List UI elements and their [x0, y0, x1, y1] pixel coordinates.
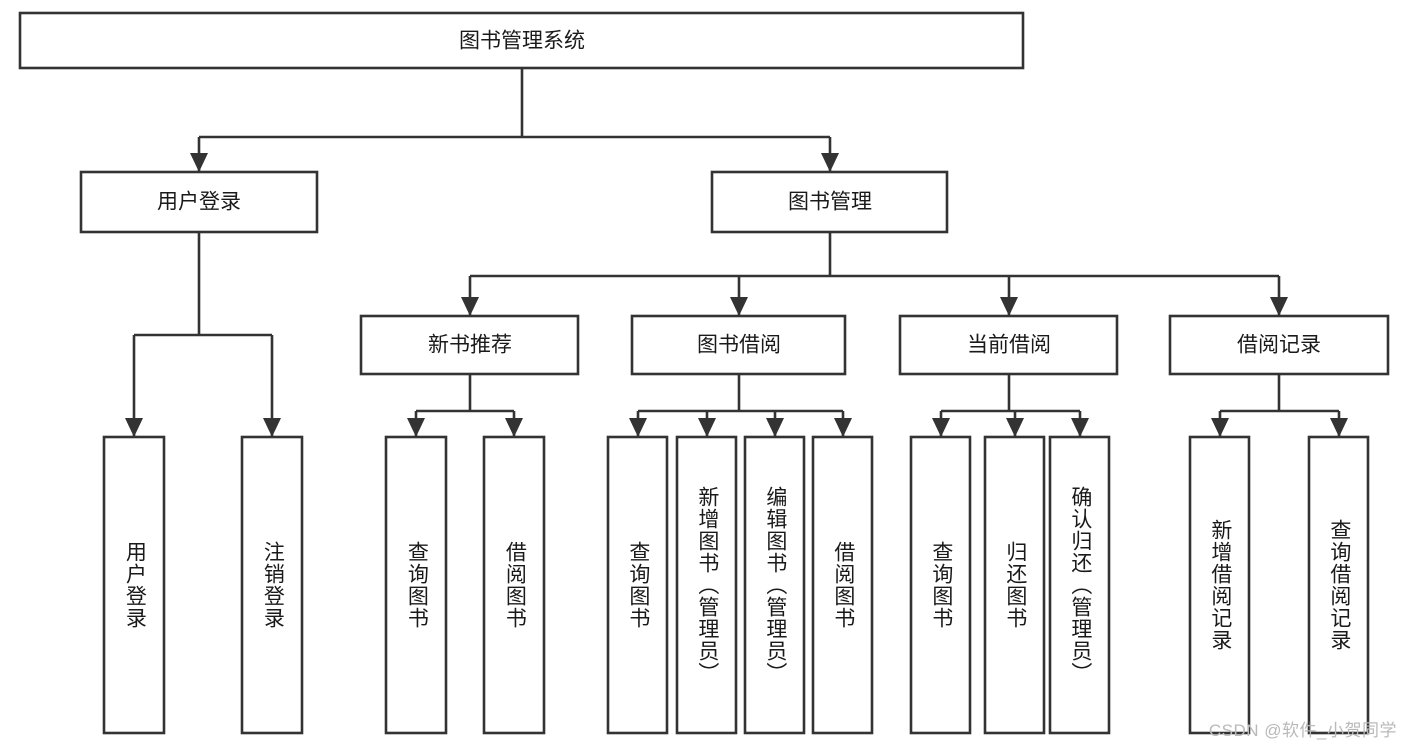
node-box-leaf-logout[interactable]	[240, 435, 304, 735]
arrow-head-icon-leaf-borrow-book-2	[834, 418, 852, 437]
node-box-leaf-query-book-3[interactable]	[909, 435, 972, 735]
node-box-book-manage[interactable]	[710, 170, 949, 234]
node-box-leaf-user-login[interactable]	[102, 435, 166, 735]
arrow-head-icon-user-login	[190, 153, 208, 172]
arrow-head-icon-book-borrow	[730, 297, 748, 316]
node-box-leaf-borrow-book-1[interactable]	[482, 435, 546, 735]
node-box-leaf-borrow-book-2[interactable]	[811, 435, 874, 735]
node-box-user-login[interactable]	[79, 170, 319, 234]
arrow-head-icon-leaf-add-record	[1211, 418, 1229, 437]
node-box-leaf-add-record[interactable]	[1188, 435, 1251, 735]
arrow-head-icon-leaf-borrow-book-1	[505, 418, 523, 437]
arrow-head-icon-new-book-rec	[461, 297, 479, 316]
arrow-head-icon-leaf-query-book-3	[932, 418, 950, 437]
node-box-leaf-add-book[interactable]	[675, 435, 738, 735]
arrow-head-icon-leaf-query-book-2	[629, 418, 647, 437]
arrow-head-icon-current-borrow	[1000, 297, 1018, 316]
node-box-leaf-confirm-return[interactable]	[1048, 435, 1111, 735]
node-box-leaf-query-record[interactable]	[1307, 435, 1370, 735]
arrow-head-icon-leaf-add-book	[698, 418, 716, 437]
arrow-head-icon-leaf-confirm-return	[1071, 418, 1089, 437]
connectors-layer	[125, 68, 1348, 437]
node-box-borrow-record[interactable]	[1168, 314, 1390, 376]
arrow-head-icon-leaf-query-record	[1330, 418, 1348, 437]
boxes-layer	[18, 11, 1390, 735]
node-label-root: 图书管理系统	[459, 30, 585, 53]
node-box-new-book-rec[interactable]	[359, 314, 580, 376]
node-label-user-login: 用户登录	[157, 191, 241, 214]
node-label-new-book-rec: 新书推荐	[428, 334, 512, 357]
watermark-text: CSDN @软件_小贺同学	[1208, 721, 1397, 740]
node-box-book-borrow[interactable]	[630, 314, 847, 376]
node-label-book-borrow: 图书借阅	[697, 334, 781, 357]
node-box-leaf-query-book-2[interactable]	[606, 435, 669, 735]
arrow-head-icon-leaf-query-book-1	[407, 418, 425, 437]
arrow-head-icon-leaf-logout	[263, 418, 281, 437]
node-box-current-borrow[interactable]	[898, 314, 1119, 376]
arrow-head-icon-book-manage	[821, 153, 839, 172]
node-box-root[interactable]	[18, 11, 1025, 70]
node-box-leaf-edit-book[interactable]	[743, 435, 806, 735]
node-label-borrow-record: 借阅记录	[1237, 334, 1321, 357]
arrow-head-icon-leaf-edit-book	[766, 418, 784, 437]
node-box-leaf-return-book[interactable]	[983, 435, 1046, 735]
node-box-leaf-query-book-1[interactable]	[384, 435, 448, 735]
arrow-head-icon-borrow-record	[1270, 297, 1288, 316]
node-label-book-manage: 图书管理	[788, 191, 872, 214]
arrow-head-icon-leaf-return-book	[1006, 418, 1024, 437]
node-label-current-borrow: 当前借阅	[967, 334, 1051, 357]
arrow-head-icon-leaf-user-login	[125, 418, 143, 437]
